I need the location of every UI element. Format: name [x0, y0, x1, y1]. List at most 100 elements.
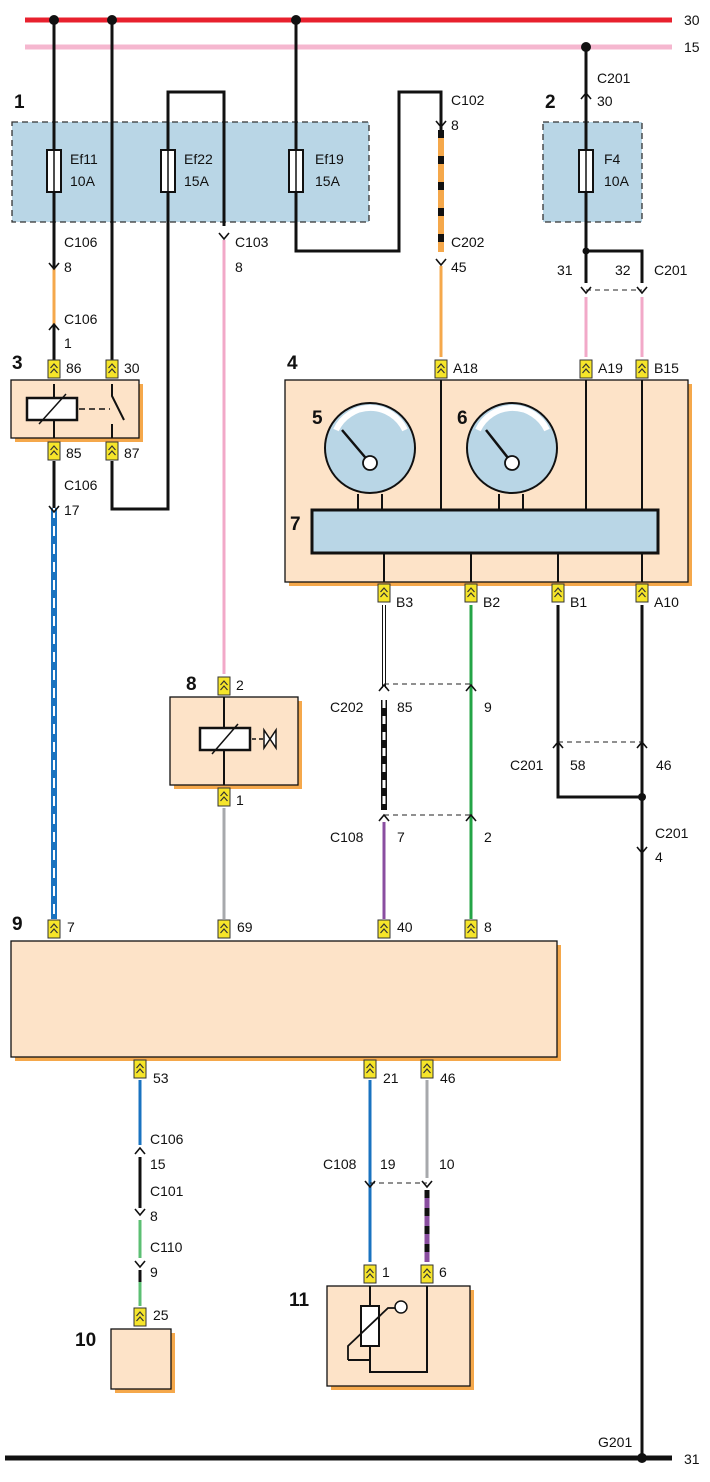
label-c108-10: 10: [439, 1156, 455, 1172]
label-c108-b: C108: [323, 1156, 357, 1172]
label-module-69: 69: [237, 919, 253, 935]
label-module-21: 21: [383, 1070, 399, 1086]
valve-symbol-icon: [263, 727, 277, 751]
chevron-c106-15: [134, 1147, 146, 1155]
pin-module-40: [377, 919, 391, 939]
chevron-c101-8: [134, 1208, 146, 1216]
label-c103: C103: [235, 234, 269, 250]
pin-b2: [464, 583, 478, 603]
pin-sensor-1: [363, 1264, 377, 1284]
bus-30-label: 30: [684, 12, 700, 28]
relay-switch: [111, 384, 125, 421]
pin-relay-85: [47, 441, 61, 461]
label-comp10-25: 25: [153, 1307, 169, 1323]
relay-coil-line: [38, 393, 67, 425]
pin-valve-1: [217, 787, 231, 807]
chevron-c108-7: [378, 814, 390, 822]
label-c106-b: C106: [64, 311, 98, 327]
label-pin-b1: B1: [570, 594, 587, 610]
label-c201-30: 30: [597, 93, 613, 109]
label-pin-b3: B3: [396, 594, 413, 610]
chevron-c202-45: [435, 258, 447, 266]
component-7-label: 7: [290, 514, 301, 535]
label-c202-45: 45: [451, 259, 467, 275]
pin-valve-2: [217, 676, 231, 696]
label-c102-8: 8: [451, 117, 459, 133]
fuse-ef19-name: Ef19: [315, 151, 344, 167]
pin-a19: [579, 359, 593, 379]
label-c106-8: 8: [64, 259, 72, 275]
bus-15-label: 15: [684, 39, 700, 55]
splice-30-a: [49, 15, 59, 25]
label-c103-8: 8: [235, 259, 243, 275]
component-9-label: 9: [12, 914, 23, 935]
wire-ef22-loop: [166, 90, 226, 226]
gauge-5-hub: [362, 455, 378, 471]
label-c106-a: C106: [64, 234, 98, 250]
label-c201-46: 46: [656, 757, 672, 773]
splice-30-b: [107, 15, 117, 25]
sensor-return: [369, 1286, 428, 1373]
label-module-8: 8: [484, 919, 492, 935]
label-c108-7: 7: [397, 829, 405, 845]
component-10: [110, 1328, 172, 1390]
pin-module-46: [420, 1059, 434, 1079]
pin-module-7: [47, 919, 61, 939]
label-c108-2: 2: [484, 829, 492, 845]
pin-b3: [377, 583, 391, 603]
label-c106-1: 1: [64, 335, 72, 351]
chevron-c103-8: [218, 232, 230, 240]
fuse-ef11-rating: 10A: [70, 173, 96, 189]
label-pin-a18: A18: [453, 360, 478, 376]
label-c106-17: 17: [64, 502, 80, 518]
pin-module-21: [363, 1059, 377, 1079]
label-c201-top: C201: [597, 70, 631, 86]
label-c108-19: 19: [380, 1156, 396, 1172]
label-module-7: 7: [67, 919, 75, 935]
fuse-f4-rating: 10A: [604, 173, 630, 189]
ground-label: G201: [598, 1434, 632, 1450]
gauge-6-scale: [475, 405, 550, 432]
label-sensor-1: 1: [382, 1264, 390, 1280]
pin-relay-86: [47, 359, 61, 379]
component-5-label: 5: [312, 408, 323, 429]
pin-comp10-25: [133, 1307, 147, 1327]
label-valve-2: 2: [236, 677, 244, 693]
component-2-label: 2: [545, 92, 556, 113]
wire-f4-branch: [586, 249, 644, 283]
component-4-label: 4: [287, 353, 298, 374]
label-module-46: 46: [440, 1070, 456, 1086]
label-c102: C102: [451, 92, 485, 108]
wire-ef19-c102: [294, 90, 443, 253]
splice-15: [581, 42, 591, 52]
bus-31-label: 31: [684, 1451, 700, 1467]
label-c201-32: 32: [615, 262, 631, 278]
pin-a10: [635, 583, 649, 603]
label-pin-b15: B15: [654, 360, 679, 376]
cluster-bar-7: [310, 508, 660, 555]
label-c101-8: 8: [150, 1208, 158, 1224]
label-pin-86: 86: [66, 360, 82, 376]
label-c201-b: C201: [654, 262, 688, 278]
component-3-label: 3: [12, 353, 23, 374]
label-c110-9: 9: [150, 1264, 158, 1280]
pin-a18: [434, 359, 448, 379]
label-c202-b: C202: [330, 699, 364, 715]
component-8-label: 8: [186, 674, 197, 695]
label-c108-a: C108: [330, 829, 364, 845]
label-c106-d: C106: [150, 1131, 184, 1147]
label-c201-c: C201: [510, 757, 544, 773]
chevron-c108-10: [421, 1180, 433, 1188]
label-pin-30: 30: [124, 360, 140, 376]
splice-30-c: [291, 15, 301, 25]
sensor-wiper: [394, 1300, 408, 1314]
fuse-f4-name: F4: [604, 151, 621, 167]
label-c201-31: 31: [557, 262, 573, 278]
label-sensor-6: 6: [439, 1264, 447, 1280]
label-pin-a19: A19: [598, 360, 623, 376]
pin-b15: [635, 359, 649, 379]
label-c202-9: 9: [484, 699, 492, 715]
pin-module-8: [464, 919, 478, 939]
label-c202-85: 85: [397, 699, 413, 715]
valve-coil-line: [211, 723, 239, 755]
